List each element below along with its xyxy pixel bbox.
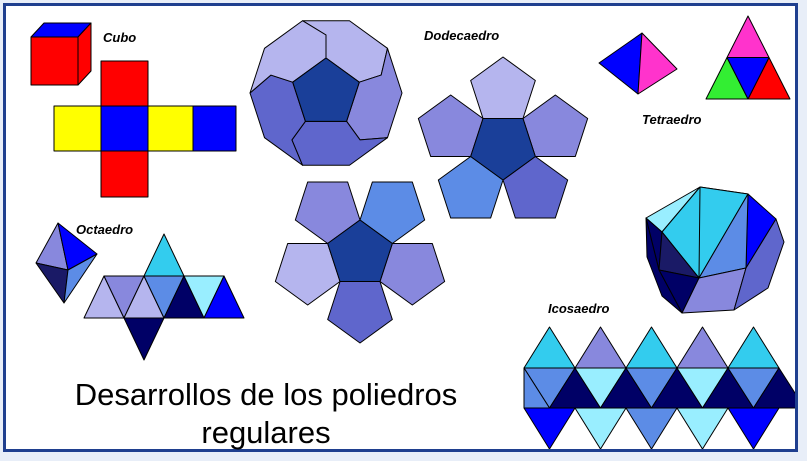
icosahedron-net-face: [676, 407, 729, 449]
tetrahedron-face: [637, 32, 678, 95]
cube-label: Cubo: [103, 30, 137, 45]
dodecahedron-front-face: [292, 57, 360, 122]
icosahedron-face: [645, 217, 683, 314]
figure-title: Desarrollos de los poliedros regulares: [31, 376, 501, 452]
icosahedron-net-face: [676, 326, 729, 369]
figure-frame: Cubo Dodecaedro Tetraedro Octaedro Icosa…: [3, 3, 798, 452]
icosahedron-net-face: [625, 326, 678, 369]
polyhedra-nets-illustration: [30, 15, 795, 449]
icosahedron-net-face: [727, 326, 780, 369]
cube-net-face: [192, 105, 237, 152]
cube-net-face: [100, 150, 149, 198]
octahedron-face: [35, 262, 69, 304]
octahedron-face: [63, 253, 98, 304]
cube-net-face: [100, 60, 149, 107]
tetrahedron-face: [598, 32, 643, 95]
dodecahedron-net-upper-center: [470, 117, 536, 181]
dodecahedron-label: Dodecaedro: [424, 28, 500, 43]
octahedron-net-face: [203, 275, 245, 319]
tetrahedron-label: Tetraedro: [642, 112, 702, 127]
icosahedron-net-face: [523, 326, 576, 369]
icosahedron-net-face: [625, 407, 678, 449]
icosahedron-label: Icosaedro: [548, 301, 610, 316]
cube-front-face: [30, 36, 79, 86]
icosahedron-face: [733, 218, 785, 311]
octahedron-label: Octaedro: [76, 222, 134, 237]
octahedron-net-face: [143, 233, 185, 277]
dodecahedron-net-lower-center: [327, 219, 393, 283]
dodecahedron-face: [249, 20, 327, 94]
tetrahedron-net-face: [726, 57, 770, 100]
dodecahedron-net-upper-petal: [470, 56, 536, 119]
dodecahedron-net-lower-petal: [327, 281, 393, 344]
title-line-2: regulares: [201, 415, 331, 450]
octahedron-net-face: [123, 317, 165, 361]
icosahedron-net-face: [574, 407, 627, 449]
cube-net-face: [53, 105, 102, 152]
title-line-1: Desarrollos de los poliedros: [74, 377, 458, 412]
icosahedron-net-face: [523, 407, 576, 449]
cube-net-face: [100, 105, 149, 152]
tetrahedron-net-face: [726, 15, 770, 58]
cube-net-face: [147, 105, 194, 152]
icosahedron-net-face: [727, 407, 780, 449]
icosahedron-net-face: [574, 326, 627, 369]
